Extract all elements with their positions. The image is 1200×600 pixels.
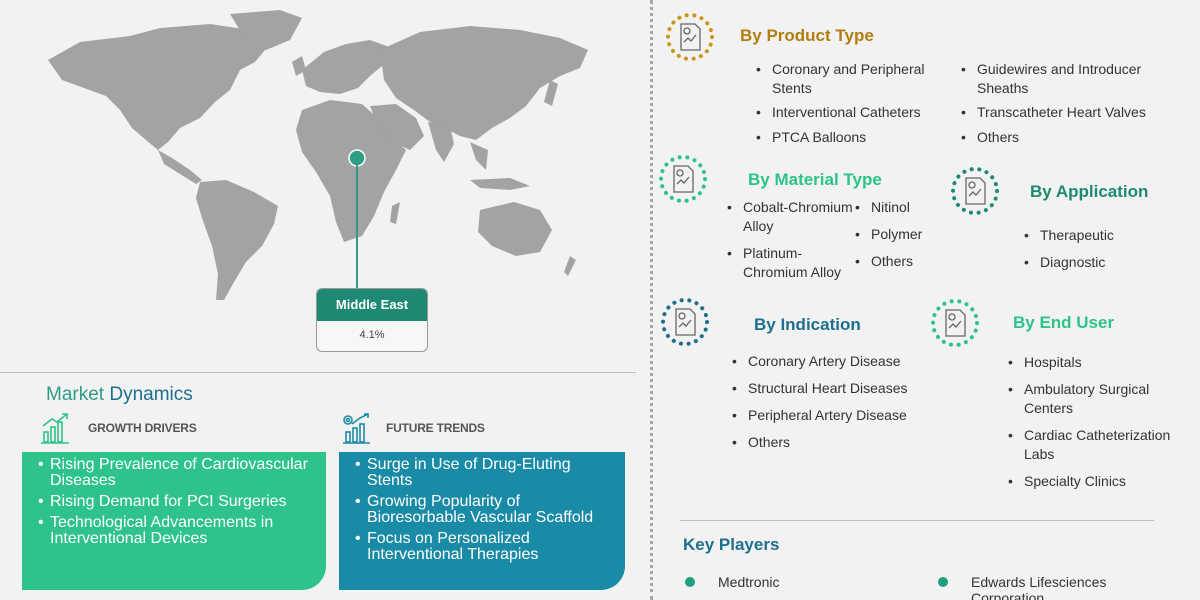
future-trend-item: Surge in Use of Drug-Eluting Stents [355,457,617,489]
product-type-item: Guidewires and Introducer Sheaths [961,60,1161,98]
indication-item: Structural Heart Diseases [732,379,932,398]
product-type-item: Others [961,128,1161,147]
growth-drivers-panel: Rising Prevalence of Cardiovascular Dise… [22,452,326,590]
end-user-item: Specialty Clinics [1008,472,1178,491]
future-trends-label: FUTURE TRENDS [386,421,485,435]
end-user-item: Hospitals [1008,353,1178,372]
application-list: Therapeutic Diagnostic [1024,226,1174,272]
product-type-title: By Product Type [740,26,874,45]
indication-item: Peripheral Artery Disease [732,406,932,425]
product-type-item: PTCA Balloons [756,128,946,147]
application-item: Therapeutic [1024,226,1174,245]
product-type-item: Transcatheter Heart Valves [961,103,1161,122]
vertical-divider [650,0,653,600]
region-value: 4.1% [359,329,385,341]
growth-chart-icon [41,413,69,444]
end-user-list: Hospitals Ambulatory Surgical Centers Ca… [1008,353,1178,491]
market-dynamics-title: Market Dynamics [46,384,193,405]
material-type-title: By Material Type [748,170,882,189]
growth-driver-item: Rising Demand for PCI Surgeries [38,494,318,511]
material-type-list-1: Cobalt-Chromium Alloy Platinum-Chromium … [727,198,853,282]
future-trends-panel: Surge in Use of Drug-Eluting Stents Grow… [339,452,625,590]
future-trend-item: Growing Popularity of Bioresorbable Vasc… [355,494,617,526]
material-type-item: Others [855,252,945,271]
product-type-icon [666,13,714,61]
horizontal-divider [0,372,636,373]
product-type-item: Coronary and Peripheral Stents [756,60,946,98]
trends-icon [343,413,370,444]
end-user-item: Cardiac Catheterization Labs [1008,426,1178,464]
indication-item: Others [732,433,932,452]
material-type-item: Polymer [855,225,945,244]
end-user-icon [931,299,979,347]
growth-driver-item: Rising Prevalence of Cardiovascular Dise… [38,457,318,489]
key-players-divider [680,520,1154,521]
growth-drivers-label: GROWTH DRIVERS [88,421,197,435]
world-map [48,10,588,300]
application-icon [951,167,999,215]
region-callout-line [356,164,358,290]
indication-title: By Indication [754,315,861,334]
region-callout: Middle East 4.1% [316,288,428,352]
key-players-title: Key Players [683,535,780,554]
key-player-item: Edwards Lifesciences Corporation [971,574,1107,600]
material-type-list-2: Nitinol Polymer Others [855,198,945,271]
key-player-bullet [938,577,948,587]
region-name: Middle East [317,289,427,321]
material-type-item: Nitinol [855,198,945,217]
growth-driver-item: Technological Advancements in Interventi… [38,515,318,547]
product-type-list-1: Coronary and Peripheral Stents Intervent… [756,60,946,147]
future-trend-item: Focus on Personalized Interventional The… [355,531,617,563]
indication-item: Coronary Artery Disease [732,352,932,371]
product-type-list-2: Guidewires and Introducer Sheaths Transc… [961,60,1161,147]
end-user-item: Ambulatory Surgical Centers [1008,380,1178,418]
key-player-bullet [685,577,695,587]
material-type-icon [659,155,707,203]
indication-icon [661,298,709,346]
end-user-title: By End User [1013,313,1115,332]
material-type-item: Cobalt-Chromium Alloy [727,198,853,236]
product-type-item: Interventional Catheters [756,103,946,122]
material-type-item: Platinum-Chromium Alloy [727,244,853,282]
application-item: Diagnostic [1024,253,1174,272]
indication-list: Coronary Artery Disease Structural Heart… [732,352,932,452]
application-title: By Application [1030,182,1149,201]
key-player-item: Medtronic [718,574,780,590]
